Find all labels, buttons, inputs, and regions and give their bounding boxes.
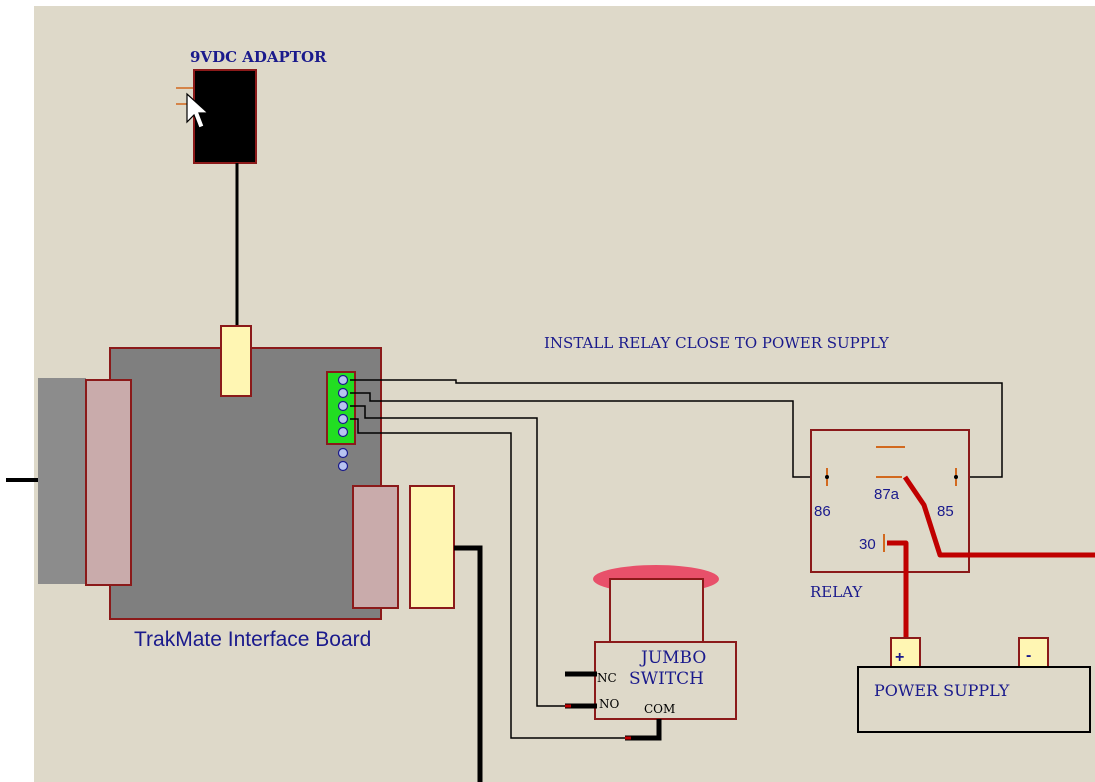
power-supply: + - POWER SUPPLY	[857, 637, 1091, 733]
relay-pin-85-label: 85	[937, 503, 954, 520]
relay-label: RELAY	[810, 583, 863, 601]
ps-minus-label: -	[1026, 647, 1031, 664]
interface-board: TrakMate Interface Board	[6, 325, 455, 651]
switch-button-plunger	[609, 578, 704, 643]
board-left-block	[38, 378, 86, 584]
switch-label-line1: JUMBO	[639, 648, 706, 668]
adaptor-body	[193, 69, 257, 164]
jumbo-switch: JUMBO SWITCH NC NO COM	[565, 565, 737, 741]
switch-nc-label: NC	[597, 671, 617, 685]
ps-body	[857, 666, 1091, 733]
wire-to-switch-no	[350, 405, 565, 707]
wire-to-switch-com	[350, 418, 628, 739]
terminal-pin-7	[337, 460, 349, 472]
terminal-pin-4	[337, 413, 349, 425]
board-label: TrakMate Interface Board	[134, 628, 371, 651]
ps-label: POWER SUPPLY	[874, 681, 1010, 700]
terminal-pin-5	[337, 426, 349, 438]
ps-plus-label: +	[895, 649, 904, 666]
switch-com-label: COM	[644, 702, 675, 716]
relay-body	[810, 429, 970, 573]
install-note: INSTALL RELAY CLOSE TO POWER SUPPLY	[544, 334, 890, 352]
relay-30-to-supply-wire	[887, 540, 909, 652]
board-right-connector	[352, 485, 399, 609]
relay-pin-85-dot	[954, 475, 958, 479]
relay-pin-87a-label: 87a	[874, 486, 900, 503]
power-wires	[887, 475, 1095, 652]
ps-minus-terminal	[1018, 637, 1049, 668]
terminal-pin-2	[337, 387, 349, 399]
wire-to-relay-85	[350, 379, 1003, 478]
adaptor: 9VDC ADAPTOR	[176, 48, 327, 164]
board-left-connector	[85, 379, 132, 586]
relay-pin-30-label: 30	[859, 536, 876, 553]
terminal-pin-3	[337, 400, 349, 412]
board-output-connector	[409, 485, 455, 609]
switch-com-terminal	[625, 719, 662, 741]
switch-label-line2: SWITCH	[629, 669, 704, 689]
canvas-left-edge	[0, 0, 34, 782]
terminal-pins	[337, 374, 349, 472]
board-power-jack	[220, 325, 252, 397]
adaptor-label: 9VDC ADAPTOR	[190, 48, 327, 66]
terminal-pin-1	[337, 374, 349, 386]
wire-to-relay-86	[350, 392, 827, 478]
relay: 86 87a 85 30 RELAY	[810, 429, 970, 601]
output-cable	[454, 545, 483, 782]
relay-output-wire	[902, 475, 1095, 558]
ps-plus-terminal	[890, 637, 921, 668]
canvas-top-edge	[0, 0, 1095, 6]
mouse-pointer-icon	[186, 92, 210, 129]
switch-no-label: NO	[599, 697, 620, 711]
terminal-pin-6	[337, 447, 349, 459]
switch-body	[594, 641, 737, 720]
relay-pin-86-label: 86	[814, 503, 831, 520]
signal-wires	[350, 379, 1003, 739]
relay-pin-86-dot	[825, 475, 829, 479]
